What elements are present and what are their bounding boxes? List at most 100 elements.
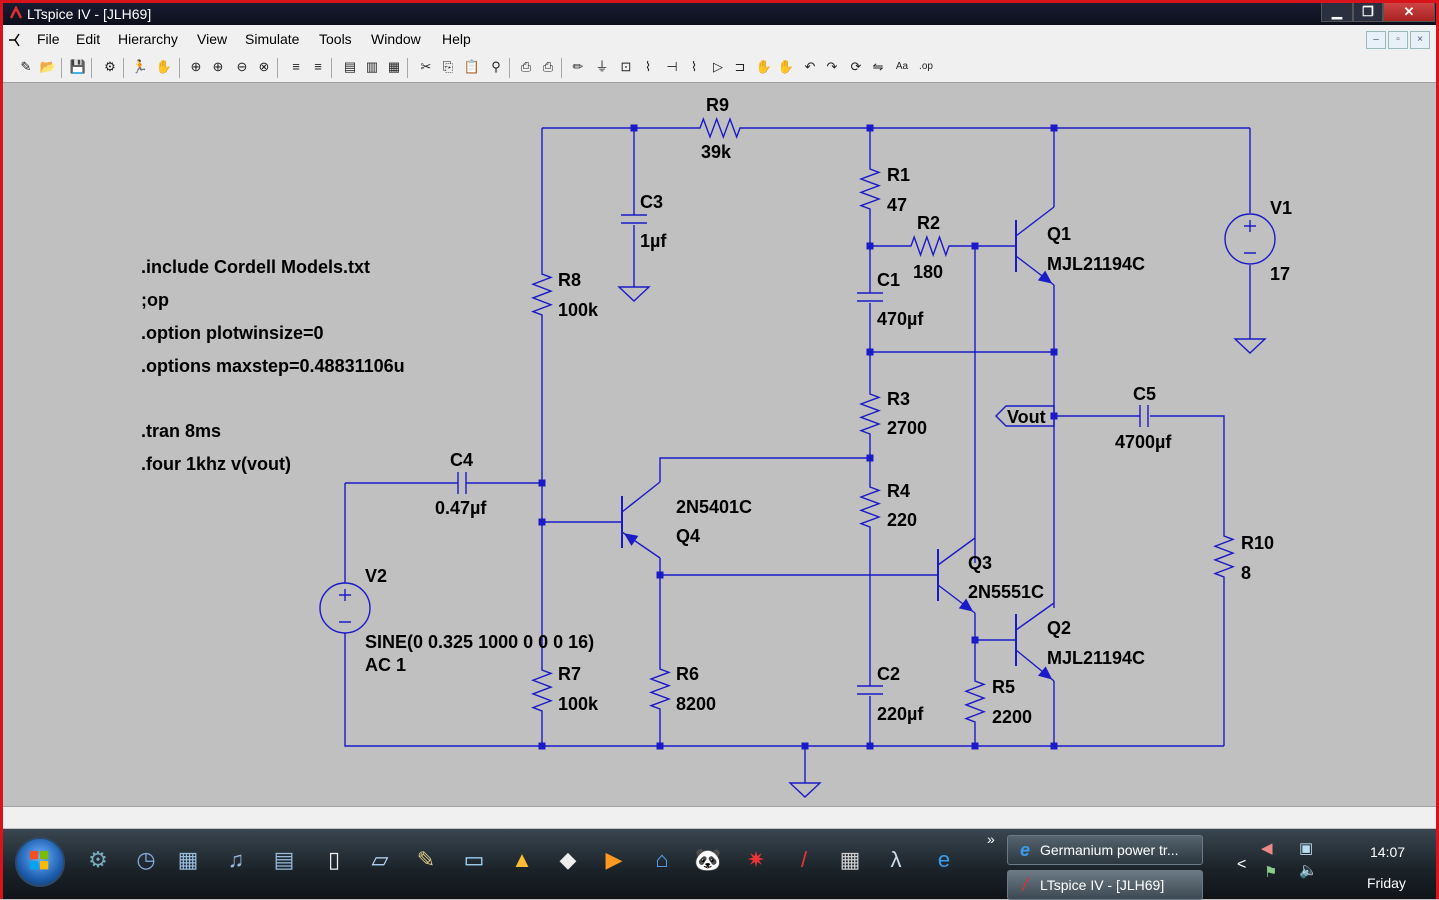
close-window-icon[interactable]: ▥ xyxy=(365,59,379,74)
clock-day[interactable]: Friday xyxy=(1367,875,1406,891)
R3-symbol[interactable] xyxy=(858,388,882,440)
menu-help[interactable]: Help xyxy=(442,31,471,47)
cascade-icon[interactable]: ▤ xyxy=(343,59,357,74)
audio-file-icon[interactable]: ♫ xyxy=(227,847,245,872)
cut-icon[interactable]: ✂ xyxy=(420,59,432,74)
run-icon[interactable]: 🏃 xyxy=(131,59,149,74)
open-icon[interactable]: 📂 xyxy=(39,59,57,74)
inductor-icon[interactable]: ⌇ xyxy=(690,59,698,74)
Q4-symbol[interactable] xyxy=(621,481,661,559)
speaker-warn-icon[interactable]: ◀ xyxy=(1261,840,1273,857)
web-page-icon[interactable]: ▤ xyxy=(273,847,295,872)
clock-2010-icon[interactable]: ◷ xyxy=(136,847,156,872)
capacitor-icon[interactable]: ⊣ xyxy=(666,59,678,74)
mdi-restore-button[interactable]: ▫ xyxy=(1388,31,1408,49)
clock-time[interactable]: 14:07 xyxy=(1370,844,1406,860)
R5-symbol[interactable] xyxy=(964,675,986,728)
media-player-icon[interactable]: ▶ xyxy=(605,847,623,872)
R1-symbol[interactable] xyxy=(858,163,882,215)
menu-window[interactable]: Window xyxy=(371,31,421,47)
menu-view[interactable]: View xyxy=(197,31,228,47)
ant-icon[interactable]: ✷ xyxy=(746,847,766,872)
task-ltspice[interactable]: / LTspice IV - [JLH69] xyxy=(1007,870,1203,900)
wire-icon[interactable]: ✏ xyxy=(572,59,584,74)
halt-icon[interactable]: ✋ xyxy=(155,59,173,74)
resistor-icon[interactable]: ⌇ xyxy=(644,59,652,74)
task-germanium[interactable]: e Germanium power tr... xyxy=(1007,835,1203,865)
menu-tools[interactable]: Tools xyxy=(319,31,352,47)
start-button[interactable] xyxy=(15,837,65,887)
menu-hierarchy[interactable]: Hierarchy xyxy=(118,31,178,47)
R7-symbol[interactable] xyxy=(531,664,553,717)
diode-icon[interactable]: ▷ xyxy=(713,59,723,74)
menu-edit[interactable]: Edit xyxy=(76,31,101,47)
R8-symbol[interactable] xyxy=(531,268,553,321)
V2-symbol[interactable] xyxy=(319,582,371,634)
volume-icon[interactable]: 🔈 xyxy=(1299,862,1318,879)
panda-icon[interactable]: 🐼 xyxy=(694,847,722,872)
mirror-icon[interactable]: ⇋ xyxy=(872,59,884,74)
mdi-minimize-button[interactable]: – xyxy=(1366,31,1386,49)
calculator-icon[interactable]: ▦ xyxy=(839,847,861,872)
control-panel-icon[interactable]: ⚙ xyxy=(104,59,116,74)
vlc-icon[interactable]: ▲ xyxy=(511,847,533,872)
C2-symbol[interactable] xyxy=(857,685,883,695)
taskbar-overflow[interactable]: » xyxy=(987,831,995,847)
zoom-pan-icon[interactable]: ⊕ xyxy=(212,59,224,74)
schematic[interactable]: R939kR147R2180C1470µfC31µfR8100kR32700R4… xyxy=(3,83,1436,805)
C3-symbol[interactable] xyxy=(621,214,647,224)
R2-symbol[interactable] xyxy=(905,234,955,258)
Q3-symbol[interactable] xyxy=(937,537,976,614)
restore-button[interactable]: ❐ xyxy=(1353,3,1383,22)
control-panel-icon[interactable]: ⚙ xyxy=(88,847,108,872)
redo-icon[interactable]: ↷ xyxy=(826,59,838,74)
ltspice-quick-icon[interactable]: / xyxy=(800,847,808,872)
mdi-close-button[interactable]: × xyxy=(1410,31,1430,49)
move-icon[interactable]: ✋ xyxy=(755,59,773,74)
R6-symbol[interactable] xyxy=(648,663,672,715)
text-icon[interactable]: Aa xyxy=(895,61,909,72)
close-button[interactable]: ✕ xyxy=(1383,3,1435,22)
V1-symbol[interactable] xyxy=(1224,213,1276,265)
foobar-icon[interactable]: ◆ xyxy=(559,847,577,872)
Q1-symbol[interactable] xyxy=(1015,206,1055,286)
save-icon[interactable]: 💾 xyxy=(69,59,87,74)
Q2-symbol[interactable] xyxy=(1015,602,1055,682)
print-icon[interactable]: ⎙ xyxy=(542,59,554,74)
tile-horizontal-icon[interactable]: ≡ xyxy=(292,59,300,74)
R4-symbol[interactable] xyxy=(858,481,882,533)
C5-symbol[interactable] xyxy=(1139,405,1149,427)
zoom-out-icon[interactable]: ⊖ xyxy=(236,59,248,74)
spice-directive-icon[interactable]: .op xyxy=(919,61,933,72)
translator-icon[interactable]: λ xyxy=(890,847,902,872)
copy-icon[interactable]: ⎘ xyxy=(442,59,454,74)
paint-icon[interactable]: ✎ xyxy=(416,847,436,872)
flag-icon[interactable]: ⚑ xyxy=(1264,864,1278,881)
ie-quick-icon[interactable]: e xyxy=(937,847,951,872)
ground-icon[interactable]: ⏚ xyxy=(595,59,609,74)
print-setup-icon[interactable]: ⎙ xyxy=(520,59,532,74)
drag-icon[interactable]: ✋ xyxy=(777,59,795,74)
network-icon[interactable]: ▣ xyxy=(1299,840,1314,857)
open-all-icon[interactable]: ▦ xyxy=(387,59,401,74)
tile-vertical-icon[interactable]: ≡ xyxy=(314,59,322,74)
find-icon[interactable]: ⚲ xyxy=(491,59,501,74)
undo-icon[interactable]: ↶ xyxy=(804,59,816,74)
menu-simulate[interactable]: Simulate xyxy=(245,31,300,47)
zoom-fit-icon[interactable]: ⊗ xyxy=(258,59,270,74)
paste-icon[interactable]: 📋 xyxy=(463,59,481,74)
new-schematic-icon[interactable]: ✎ xyxy=(20,59,32,74)
menu-file[interactable]: File xyxy=(37,31,60,47)
document-icon[interactable]: ▦ xyxy=(177,847,199,872)
blank-doc-icon[interactable]: ▯ xyxy=(327,847,341,872)
rotate-icon[interactable]: ⟳ xyxy=(850,59,862,74)
zoom-in-icon[interactable]: ⊕ xyxy=(190,59,202,74)
R10-symbol[interactable] xyxy=(1213,530,1235,583)
tray-chevron[interactable]: < xyxy=(1237,856,1247,873)
notepad-icon[interactable]: ▱ xyxy=(371,847,389,872)
cpu-icon[interactable]: ⌂ xyxy=(655,847,669,872)
component-icon[interactable]: ⊐ xyxy=(734,59,746,74)
R9-symbol[interactable] xyxy=(694,116,746,140)
minimize-button[interactable]: ▁ xyxy=(1321,3,1353,22)
